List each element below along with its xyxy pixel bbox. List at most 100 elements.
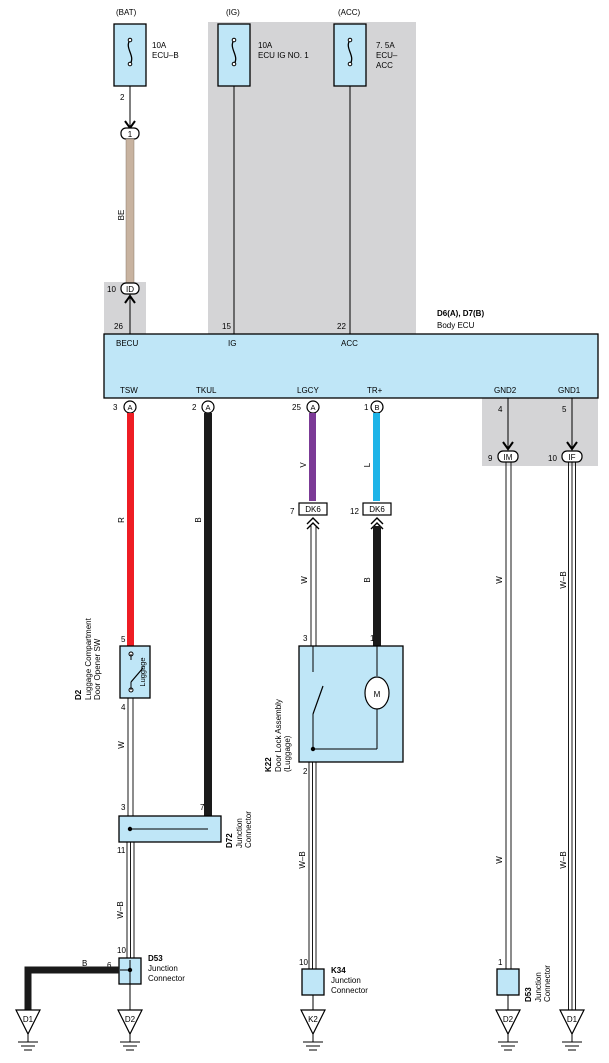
- ground-k2: K2: [300, 1009, 326, 1051]
- bat-pin: 2: [120, 93, 125, 102]
- d2-line1: Luggage Compartment: [84, 617, 93, 700]
- svg-text:11: 11: [117, 846, 126, 855]
- svg-text:D1: D1: [23, 1015, 34, 1024]
- svg-text:1: 1: [128, 130, 133, 139]
- svg-text:9: 9: [488, 454, 493, 463]
- svg-text:2: 2: [192, 403, 197, 412]
- svg-text:4: 4: [121, 703, 126, 712]
- svg-text:1: 1: [364, 403, 369, 412]
- wire-v: [309, 413, 316, 501]
- wire-r-label: R: [117, 517, 126, 523]
- ecu-title: D6(A), D7(B): [437, 309, 484, 318]
- wire-r: [127, 413, 134, 648]
- pin-gnd1-num: 5: [562, 405, 567, 414]
- d2-inner-label: Luggage: [138, 657, 147, 686]
- svg-text:2: 2: [303, 767, 308, 776]
- wire-w-gnd2-label: W: [495, 576, 504, 584]
- svg-text:7: 7: [200, 803, 205, 812]
- svg-text:IF: IF: [568, 453, 575, 462]
- connector-1: 1: [120, 127, 140, 140]
- wire-be: [125, 138, 135, 284]
- d2-code: D2: [74, 689, 83, 700]
- ground-d1-left: D1: [15, 1009, 41, 1051]
- svg-text:6: 6: [107, 961, 112, 970]
- svg-text:(Luggage): (Luggage): [283, 735, 292, 772]
- svg-text:A: A: [127, 403, 132, 412]
- svg-text:A: A: [310, 403, 315, 412]
- pin-tkul: 2 A: [192, 400, 215, 414]
- svg-text:Connector: Connector: [331, 986, 368, 995]
- wire-wb-d72-label: W–B: [116, 901, 125, 918]
- dk6-right: 12 DK6: [350, 502, 392, 516]
- svg-text:3: 3: [113, 403, 118, 412]
- motor-icon: M: [374, 690, 381, 699]
- d72-code: D72: [225, 833, 234, 848]
- svg-text:IG: IG: [228, 339, 236, 348]
- svg-text:DK6: DK6: [305, 505, 321, 514]
- ground-d2-left: D2: [117, 1009, 143, 1051]
- wire-be-label: BE: [117, 210, 126, 221]
- wire-b-label: B: [194, 517, 203, 522]
- svg-text:DK6: DK6: [369, 505, 385, 514]
- wire-w-k22-label: W: [300, 576, 309, 584]
- svg-text:GND1: GND1: [558, 386, 581, 395]
- svg-text:7: 7: [290, 507, 295, 516]
- svg-text:D2: D2: [125, 1015, 136, 1024]
- d53a-code: D53: [148, 954, 163, 963]
- svg-text:3: 3: [303, 634, 308, 643]
- svg-text:10: 10: [299, 958, 308, 967]
- svg-text:3: 3: [121, 803, 126, 812]
- svg-text:TR+: TR+: [367, 386, 383, 395]
- wire-v-label: V: [299, 462, 308, 468]
- wire-b-k22: [373, 526, 381, 646]
- fuse-acc: (ACC) 7. 5A ECU– ACC: [333, 8, 398, 87]
- svg-text:22: 22: [337, 322, 346, 331]
- k22-code: K22: [264, 757, 273, 772]
- svg-text:Junction: Junction: [331, 976, 361, 985]
- pin-tsw: 3 A: [113, 400, 137, 414]
- svg-text:Junction: Junction: [235, 818, 244, 848]
- wire-l-label: L: [363, 462, 372, 467]
- svg-text:TSW: TSW: [120, 386, 138, 395]
- svg-text:10: 10: [548, 454, 557, 463]
- acc-fuse-name2: ACC: [376, 61, 393, 70]
- svg-text:GND2: GND2: [494, 386, 517, 395]
- bat-fuse-name: ECU–B: [152, 51, 179, 60]
- k22-door-lock: 3 1 M 2 K22 Door Lock Assembly (Luggage): [264, 634, 404, 776]
- ig-amp: 10A: [258, 41, 273, 50]
- fuse-bat: (BAT) 10A ECU–B 2: [113, 8, 179, 102]
- bat-label: (BAT): [116, 8, 137, 17]
- svg-text:26: 26: [114, 322, 123, 331]
- bat-amp: 10A: [152, 41, 167, 50]
- svg-text:12: 12: [350, 507, 359, 516]
- svg-text:5: 5: [121, 635, 126, 644]
- pin-trplus: 1 B: [364, 400, 384, 414]
- acc-fuse-name: ECU–: [376, 51, 398, 60]
- svg-text:1: 1: [370, 634, 375, 643]
- svg-text:W–B: W–B: [559, 851, 568, 868]
- svg-text:W: W: [495, 856, 504, 864]
- ground-d2-right: D2: [495, 1009, 521, 1051]
- wire-b-d1-label: B: [82, 959, 87, 968]
- acc-amp: 7. 5A: [376, 41, 395, 50]
- svg-text:D1: D1: [567, 1015, 578, 1024]
- connector-im: 9 IM: [488, 450, 519, 463]
- wire-wb-k34-label: W–B: [298, 851, 307, 868]
- svg-text:15: 15: [222, 322, 231, 331]
- wire-w-d2-label: W: [117, 741, 126, 749]
- svg-text:LGCY: LGCY: [297, 386, 319, 395]
- ecu-name: Body ECU: [437, 321, 475, 330]
- svg-text:10: 10: [117, 946, 126, 955]
- svg-text:1: 1: [498, 958, 503, 967]
- pin-gnd2-num: 4: [498, 405, 503, 414]
- svg-text:Door Lock Assembly: Door Lock Assembly: [274, 699, 283, 772]
- svg-text:K2: K2: [308, 1015, 318, 1024]
- svg-text:Junction: Junction: [148, 964, 178, 973]
- d2-luggage-switch: 5 Luggage 4 D2 Luggage Compartment Door …: [74, 617, 151, 712]
- d53b-junction: 1 D53 Junction Connector: [496, 958, 552, 1002]
- svg-text:ACC: ACC: [341, 339, 358, 348]
- svg-text:BECU: BECU: [116, 339, 138, 348]
- svg-text:10: 10: [107, 285, 116, 294]
- ig-label: (IG): [226, 8, 240, 17]
